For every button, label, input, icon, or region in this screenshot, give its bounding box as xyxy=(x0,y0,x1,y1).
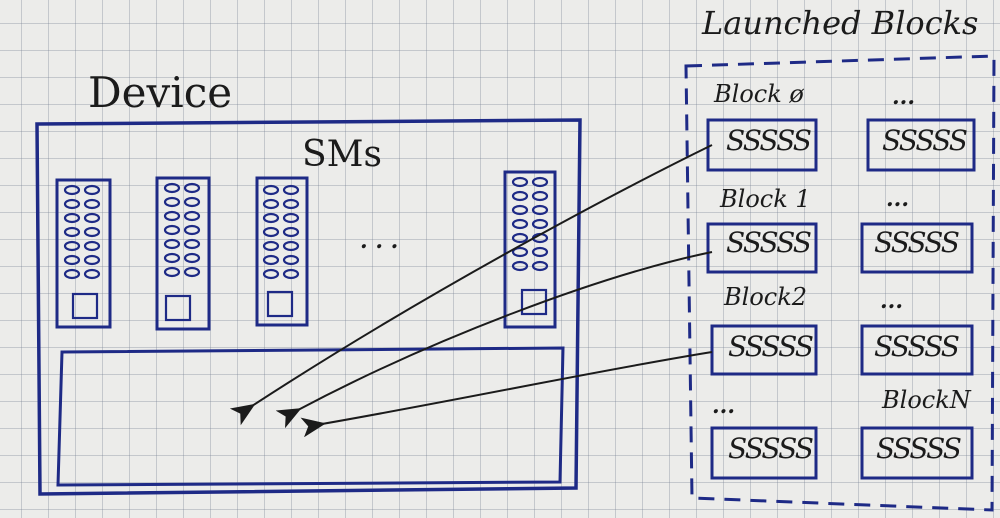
block-label-6: ... xyxy=(880,288,903,314)
block-threads-6: SSSSS xyxy=(874,330,960,363)
launched-blocks-frame xyxy=(684,54,996,512)
block-box-6 xyxy=(860,324,974,376)
block-threads-0: SSSSS xyxy=(726,124,812,157)
launched-blocks-title: Launched Blocks xyxy=(702,4,979,42)
block-label-7: BlockN xyxy=(882,386,971,414)
device-box xyxy=(35,118,582,496)
block-threads-1: SSSSS xyxy=(726,226,812,259)
block-label-2: Block2 xyxy=(724,283,808,311)
block-threads-7: SSSSS xyxy=(876,432,962,465)
block-label-4: ... xyxy=(892,84,915,110)
block-threads-3: SSSSS xyxy=(728,432,814,465)
sm-column-2 xyxy=(155,176,211,331)
block-box-2 xyxy=(710,324,818,376)
block-box-5 xyxy=(860,222,974,274)
block-box-7 xyxy=(860,426,974,480)
arrow-block-2 xyxy=(300,351,713,438)
block-box-1 xyxy=(706,222,818,274)
block-label-0: Block ø xyxy=(714,80,804,108)
arrow-block-1 xyxy=(275,251,713,429)
sms-label: SMs xyxy=(302,134,382,175)
block-box-3 xyxy=(710,426,818,480)
block-label-3: ... xyxy=(712,393,735,419)
block-box-0 xyxy=(706,118,818,172)
sm-column-1 xyxy=(55,178,112,329)
global-memory-box xyxy=(56,346,565,487)
sm-column-3 xyxy=(255,176,309,327)
block-box-4 xyxy=(866,118,976,172)
block-threads-5: SSSSS xyxy=(874,226,960,259)
sm-column-4 xyxy=(503,170,557,329)
block-label-1: Block 1 xyxy=(720,185,811,213)
block-label-5: ... xyxy=(886,186,909,212)
arrow-block-0 xyxy=(229,144,713,426)
sm-ellipsis: . . . xyxy=(360,228,399,254)
block-threads-4: SSSSS xyxy=(882,124,968,157)
block-threads-2: SSSSS xyxy=(728,330,814,363)
device-label: Device xyxy=(88,68,233,117)
